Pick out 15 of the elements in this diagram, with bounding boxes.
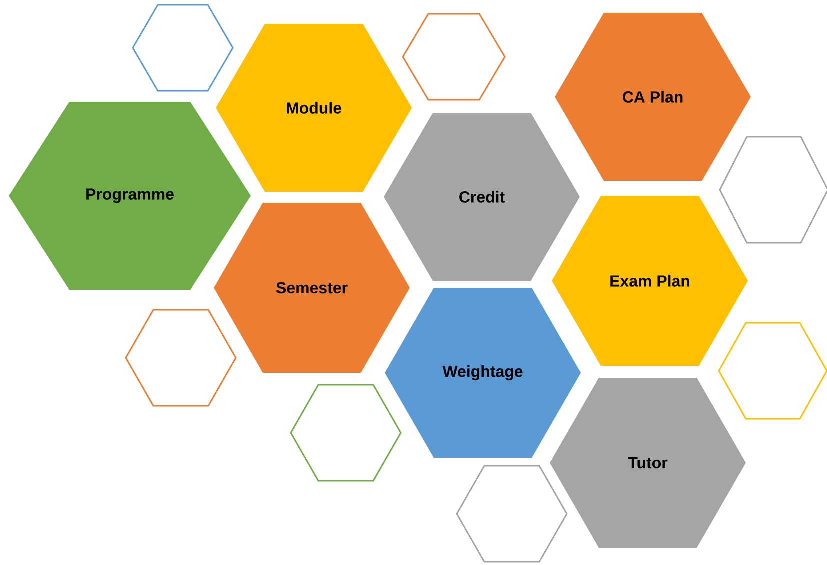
hexagon: Module bbox=[216, 24, 412, 192]
hexagon: Weightage bbox=[385, 288, 581, 458]
hexagon: Exam Plan bbox=[552, 196, 748, 366]
hexagon: Semester bbox=[214, 203, 410, 373]
hexagon-outline bbox=[125, 309, 237, 407]
hexagon: Programme bbox=[9, 102, 251, 290]
hexagon-outline bbox=[132, 4, 234, 92]
hexagon-outline bbox=[402, 13, 506, 101]
hexagon: Credit bbox=[384, 113, 580, 281]
hexagon-outline bbox=[456, 465, 568, 563]
hexagon-outline bbox=[719, 136, 827, 244]
hexagon: Tutor bbox=[550, 378, 746, 548]
hexagon-outline bbox=[290, 384, 402, 482]
hexagon-outline bbox=[718, 322, 827, 420]
hexagon: CA Plan bbox=[555, 13, 751, 181]
